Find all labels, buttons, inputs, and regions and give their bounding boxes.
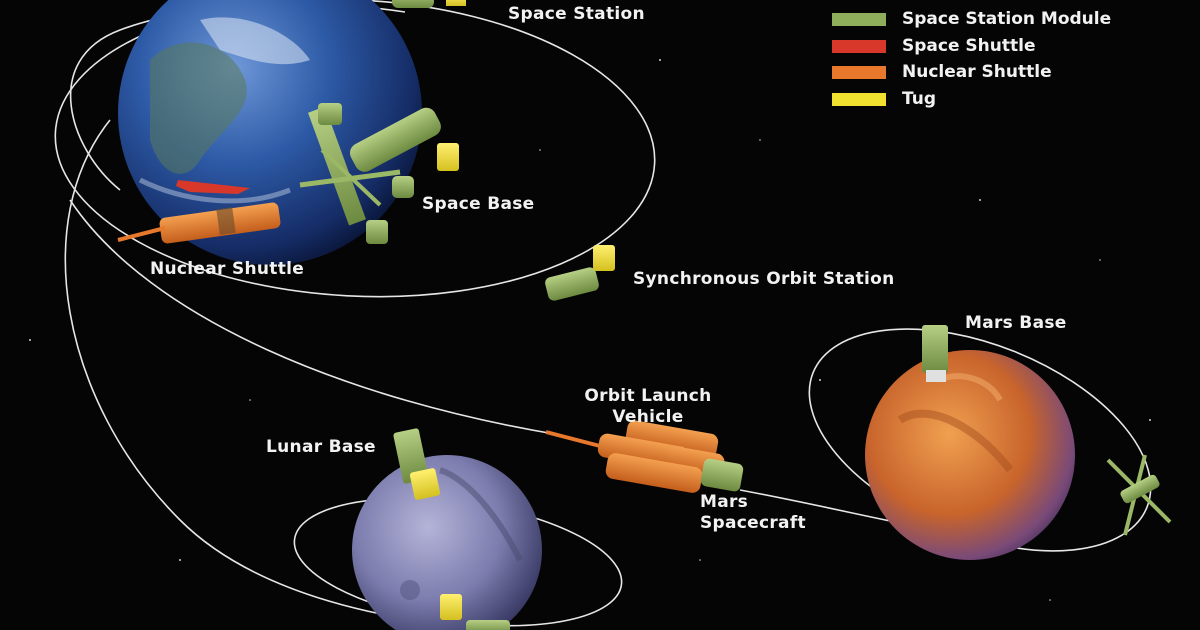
legend-label: Space Station Module (902, 9, 1112, 29)
legend-swatch (832, 92, 886, 106)
mars-spacecraft-stack (545, 420, 744, 493)
label-mars-spacecraft: Mars Spacecraft (700, 492, 806, 534)
nuclear-shuttle-earth (117, 202, 281, 244)
legend-label: Nuclear Shuttle (902, 62, 1052, 82)
mars (865, 350, 1075, 560)
synchronous-orbit-station (545, 245, 615, 301)
label-mars-spacecraft-line1: Mars (700, 492, 749, 512)
moon (352, 455, 542, 630)
label-orbit-launch-line2: Vehicle (612, 407, 684, 427)
label-lunar-base: Lunar Base (266, 437, 376, 457)
legend-label: Space Shuttle (902, 35, 1036, 56)
lunar-base-module (393, 428, 441, 500)
label-space-station: Space Station (508, 4, 645, 24)
tug-space-base (437, 143, 459, 171)
label-synchronous-orbit-station: Synchronous Orbit Station (633, 269, 895, 289)
legend-swatch (832, 39, 886, 53)
space-shuttle (176, 180, 250, 194)
mars-base-module (922, 325, 948, 382)
label-mars-base: Mars Base (965, 313, 1067, 333)
mars-transfer-orbit (69, 199, 561, 436)
stars (29, 59, 1151, 601)
space-station (392, 0, 466, 8)
label-mars-spacecraft-line2: Spacecraft (700, 513, 806, 533)
mars-orbit-station (1106, 454, 1172, 536)
space-base (299, 103, 441, 244)
label-orbit-launch-vehicle: Orbit Launch Vehicle (578, 386, 718, 428)
legend-swatch (832, 66, 886, 79)
label-space-base: Space Base (422, 194, 535, 214)
legend-swatch (832, 13, 886, 26)
legend-label: Tug (902, 88, 936, 109)
label-orbit-launch-line1: Orbit Launch (584, 386, 712, 406)
lunar-orbit-vehicles (440, 594, 510, 630)
label-nuclear-shuttle: Nuclear Shuttle (150, 259, 305, 279)
